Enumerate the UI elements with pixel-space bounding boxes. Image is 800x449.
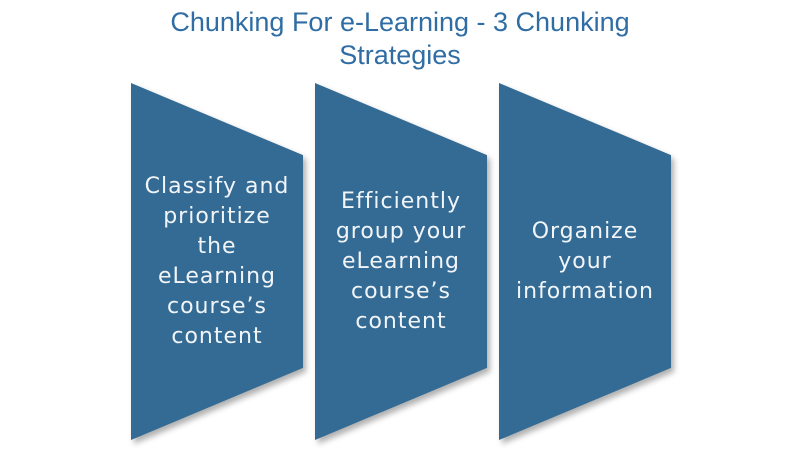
chevron-label-2: Efficiently group your eLearning course’… [335, 188, 467, 334]
chevron-shape-3: Organize your information [499, 83, 671, 440]
chevron-shape-1-body: Classify and prioritize the eLearning co… [131, 83, 303, 440]
chevron-label-1: Classify and prioritize the eLearning co… [144, 173, 290, 349]
chevron-shape-3-body: Organize your information [499, 83, 671, 440]
chevron-label-3: Organize your information [516, 218, 654, 304]
chevron-shape-1: Classify and prioritize the eLearning co… [131, 83, 303, 440]
chevron-shape-2: Efficiently group your eLearning course’… [315, 83, 487, 440]
chevron-shape-2-body: Efficiently group your eLearning course’… [315, 83, 487, 440]
diagram-title: Chunking For e-Learning - 3 Chunking Str… [170, 7, 630, 70]
chevron-row: Classify and prioritize the eLearning co… [131, 83, 671, 440]
